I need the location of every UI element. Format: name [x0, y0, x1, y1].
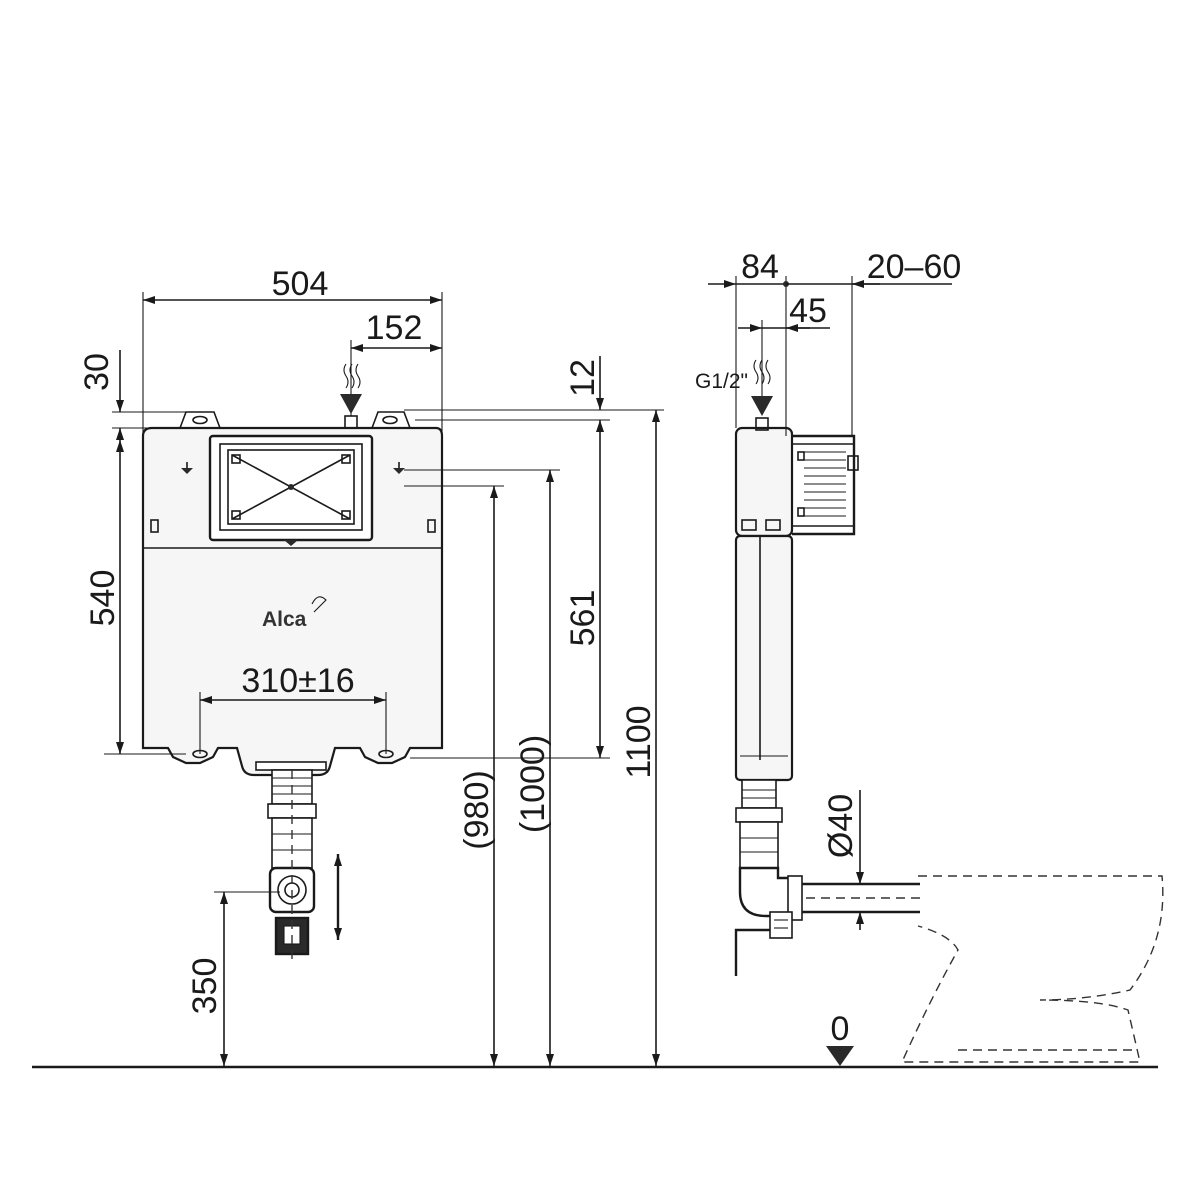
dim-inlet-45: 45 — [789, 292, 827, 330]
dim-height-540: 540 — [84, 570, 122, 627]
toilet-bowl-outline — [900, 875, 1164, 1063]
dim-outlet-350: 350 — [186, 958, 224, 1015]
dim-height-980: (980) — [458, 770, 496, 849]
dim-drain-40: Ø40 — [822, 794, 860, 858]
side-dimensions: 84 20–60 45 G1/2" Ø40 0 — [695, 248, 961, 1066]
dim-height-561: 561 — [564, 590, 602, 647]
brand-logo: Alca — [262, 608, 307, 631]
inlet-thread-label: G1/2" — [695, 370, 748, 393]
dim-width-504: 504 — [272, 265, 329, 303]
dim-spacing-310: 310±16 — [241, 662, 354, 700]
dim-wall-gap: 20–60 — [867, 248, 962, 286]
front-dimensions: 504 152 30 540 310±16 350 — [78, 265, 443, 1066]
front-view-cistern: Alca — [141, 411, 444, 777]
height-dimensions: (980) (1000) 561 12 1100 — [404, 356, 664, 1066]
side-view-cistern — [734, 417, 922, 976]
dim-bracket-30: 30 — [78, 353, 116, 391]
front-outlet-pipe — [255, 761, 342, 960]
dim-height-1100: 1100 — [620, 705, 658, 778]
dim-depth-84: 84 — [741, 248, 779, 286]
dim-height-1000: (1000) — [514, 735, 552, 833]
dim-offset-152: 152 — [366, 309, 423, 347]
floor-level-label: 0 — [831, 1010, 850, 1048]
dim-height-12: 12 — [564, 359, 602, 397]
